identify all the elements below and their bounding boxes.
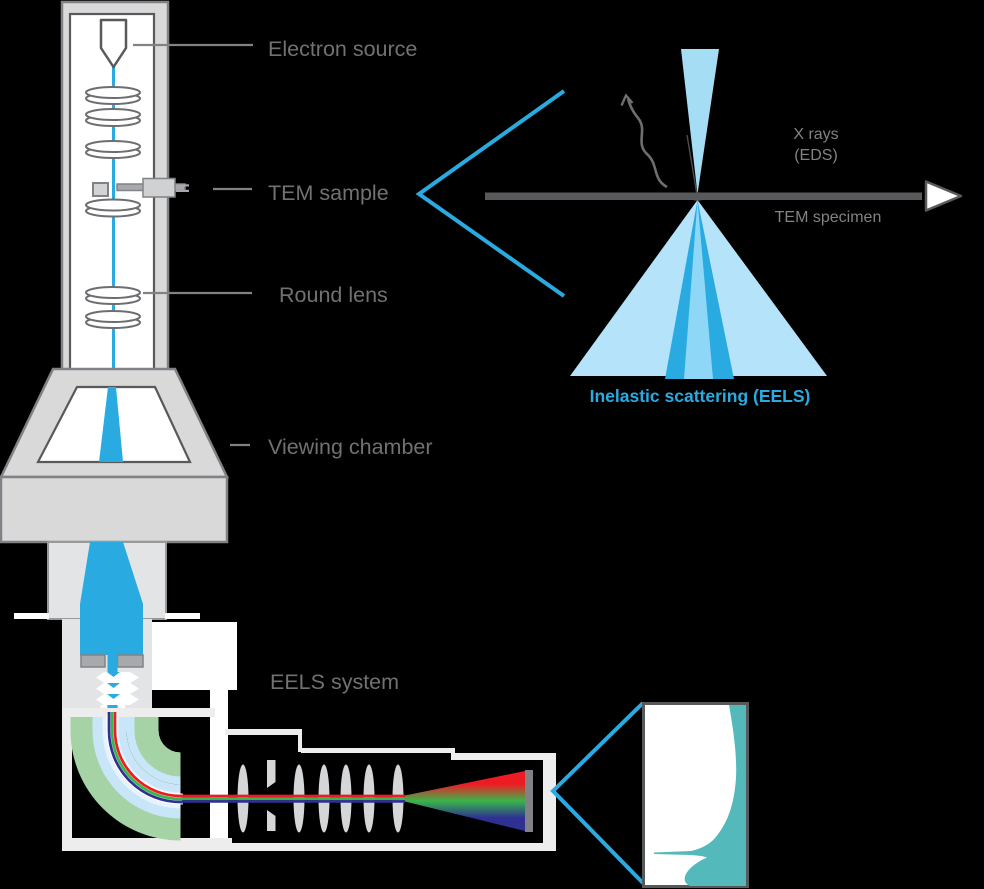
bend-blue-ray <box>107 712 183 804</box>
round-lens-pair <box>85 286 141 329</box>
tube-top-wall-b <box>301 748 455 753</box>
dispersed-red-ray <box>182 794 405 798</box>
xray-arrowhead <box>620 93 634 106</box>
prism-green-outer <box>70 717 181 841</box>
tem-column <box>60 0 189 372</box>
objective-lens <box>85 198 141 218</box>
spectrum-wedge <box>405 771 525 831</box>
labels: Electron source TEM sample Round lens Vi… <box>133 37 433 694</box>
box-left-wall <box>62 708 72 851</box>
xray-wavy-arrow <box>626 98 668 189</box>
magnify-callout-top <box>415 89 566 298</box>
label-electron-source: Electron source <box>268 37 417 61</box>
tube-aperture-bottom <box>267 810 276 831</box>
tube-top-wall-a <box>225 729 302 735</box>
tube-bottom-wall <box>225 843 556 851</box>
label-round-lens: Round lens <box>279 283 388 307</box>
gap-mark-right <box>165 613 200 619</box>
label-inelastic-scattering: Inelastic scattering (EELS) <box>590 386 811 406</box>
tube-lens-array <box>237 764 404 833</box>
eels-spectrum-curve <box>654 705 746 886</box>
spectrum-inset <box>550 701 749 888</box>
electron-gun <box>99 18 128 69</box>
entrance-aperture-left <box>80 654 106 668</box>
incident-cone <box>681 49 719 194</box>
magnify-callout-bottom <box>550 701 645 885</box>
scattering-inset: X rays (EDS) TEM specimen Inelastic scat… <box>415 49 963 406</box>
chamber-base <box>0 475 229 544</box>
direct-beam-cone <box>684 200 713 379</box>
tube-aperture-top <box>267 760 276 788</box>
dispersed-green-ray <box>182 797 405 801</box>
tube-entrance <box>210 690 228 843</box>
detector-bar <box>525 770 533 832</box>
diverging-beam <box>80 542 143 655</box>
dispersed-blue-ray <box>182 800 405 803</box>
tube-wall-step <box>298 729 302 752</box>
beam-focus-spot <box>689 192 706 201</box>
label-viewing-chamber: Viewing chamber <box>268 435 433 459</box>
coupling-housing <box>152 622 237 690</box>
bend-green-ray <box>110 712 183 801</box>
bend-red-ray <box>113 712 183 798</box>
sample-holder <box>92 177 189 198</box>
viewing-chamber <box>0 367 229 544</box>
drift-tube-optics <box>182 760 533 833</box>
label-eels-system: EELS system <box>270 670 399 694</box>
housing-top-wall <box>452 753 556 760</box>
entrance-aperture-right <box>116 654 144 668</box>
eels-coupling <box>14 541 237 731</box>
incident-ray-line <box>686 134 698 193</box>
electron-beam <box>112 67 115 370</box>
label-tem-sample: TEM sample <box>268 181 389 205</box>
housing-right-wall <box>543 753 556 851</box>
chamber-beam <box>99 387 123 462</box>
label-tem-specimen: TEM specimen <box>775 209 882 226</box>
label-xrays: X rays <box>793 126 838 143</box>
box-bottom-wall <box>62 838 232 851</box>
gap-mark-left <box>14 613 49 619</box>
prism-green-inner <box>134 717 181 777</box>
magnetic-prism <box>70 712 183 841</box>
spectrometer-housing <box>62 690 556 851</box>
condenser-lenses <box>85 86 141 159</box>
specimen-arrow <box>924 180 963 212</box>
box-top-wall <box>62 708 215 717</box>
label-eds: (EDS) <box>794 147 838 164</box>
